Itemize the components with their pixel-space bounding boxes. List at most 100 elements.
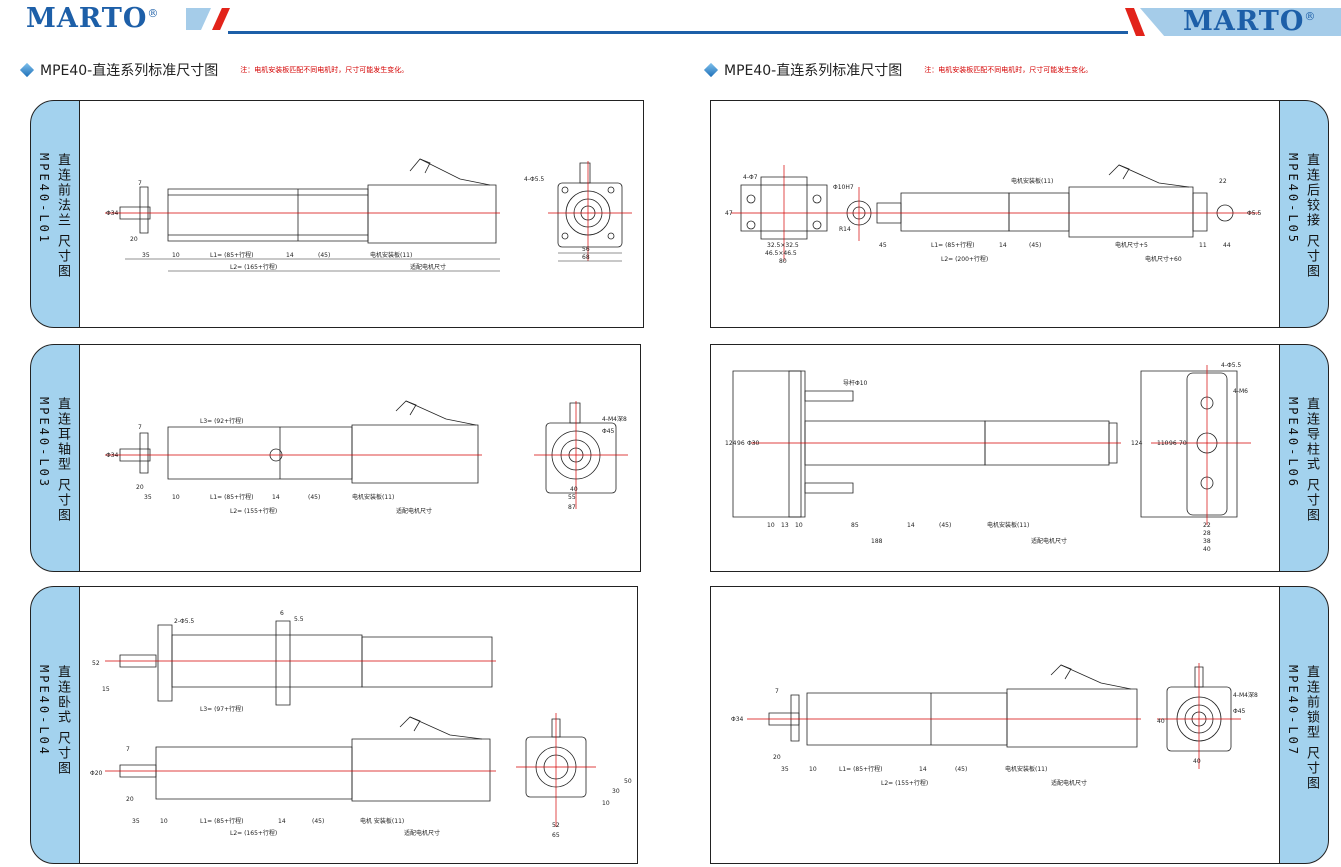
svg-text:4-M6: 4-M6 — [1233, 388, 1248, 395]
svg-text:(45): (45) — [939, 522, 951, 529]
svg-text:4-Φ5.5: 4-Φ5.5 — [1221, 362, 1241, 369]
svg-text:电机安装板(11): 电机安装板(11) — [370, 251, 412, 259]
header-bar-left — [186, 8, 211, 30]
svg-text:4-Φ5.5: 4-Φ5.5 — [524, 176, 544, 183]
drawing-l03: L3= (92+行程) 7 Φ34 20 35 10 L1= (85+行程) 1… — [80, 345, 640, 515]
svg-text:52: 52 — [552, 822, 560, 829]
svg-text:40: 40 — [1203, 546, 1211, 553]
drawing-panel-l03: L3= (92+行程) 7 Φ34 20 35 10 L1= (85+行程) 1… — [79, 344, 641, 572]
svg-text:Φ10H7: Φ10H7 — [833, 184, 854, 191]
svg-text:22: 22 — [1203, 522, 1211, 529]
svg-text:适配电机尺寸: 适配电机尺寸 — [404, 829, 440, 837]
svg-text:70: 70 — [1179, 440, 1187, 447]
svg-text:10: 10 — [602, 800, 610, 807]
svg-text:56: 56 — [582, 246, 590, 253]
svg-text:50: 50 — [624, 778, 632, 785]
svg-text:15: 15 — [102, 686, 110, 693]
svg-text:Φ30: Φ30 — [747, 440, 760, 447]
svg-text:96: 96 — [1169, 440, 1177, 447]
svg-text:电机尺寸+5: 电机尺寸+5 — [1115, 241, 1148, 249]
drawing-l04: 2-Φ5.5 6 5.5 52 15 L3= (97+行程) 7 Φ20 20 … — [90, 610, 632, 839]
header-slash-right — [1125, 8, 1145, 36]
svg-text:(45): (45) — [312, 818, 324, 825]
svg-text:10: 10 — [767, 522, 775, 529]
svg-text:6: 6 — [280, 610, 284, 617]
side-tab-l03: MPE40-L03 直连耳轴型 尺寸图 — [30, 344, 82, 572]
svg-text:L1= (85+行程): L1= (85+行程) — [210, 251, 253, 259]
svg-text:20: 20 — [773, 754, 781, 761]
svg-text:124: 124 — [1131, 440, 1143, 447]
side-tab-l01: MPE40-L01 直连前法兰 尺寸图 — [30, 100, 82, 328]
svg-text:87: 87 — [568, 504, 576, 511]
drawing-panel-l07: 7 Φ34 20 35 10 L1= (85+行程) 14 (45) 电机安装板… — [710, 586, 1280, 864]
svg-text:47: 47 — [725, 210, 733, 217]
svg-text:导杆Φ10: 导杆Φ10 — [843, 379, 868, 387]
svg-text:Φ5.5: Φ5.5 — [1247, 210, 1261, 217]
svg-text:L3= (92+行程): L3= (92+行程) — [200, 417, 243, 425]
svg-text:L1= (85+行程): L1= (85+行程) — [839, 765, 882, 773]
drawing-panel-l04: 2-Φ5.5 6 5.5 52 15 L3= (97+行程) 7 Φ20 20 … — [79, 586, 638, 864]
svg-text:20: 20 — [126, 796, 134, 803]
svg-text:7: 7 — [126, 746, 130, 753]
drawing-l05: 4-Φ7 47 32.5×32.5 46.5×46.5 80 Φ10H7 R14… — [725, 101, 1261, 265]
svg-text:L2= (155+行程): L2= (155+行程) — [881, 779, 928, 787]
svg-text:40: 40 — [1157, 718, 1165, 725]
svg-text:14: 14 — [278, 818, 286, 825]
panel-name: 直连耳轴型 尺寸图 — [55, 397, 70, 524]
side-tab-l06: MPE40-L06 直连导柱式 尺寸图 — [1277, 344, 1329, 572]
svg-text:L1= (85+行程): L1= (85+行程) — [200, 817, 243, 825]
svg-text:适配电机尺寸: 适配电机尺寸 — [396, 507, 432, 515]
registered-mark-left: ® — [147, 7, 160, 20]
brand-name-right: MARTO — [1183, 6, 1305, 37]
svg-text:35: 35 — [132, 818, 140, 825]
svg-text:52: 52 — [92, 660, 100, 667]
svg-text:L2= (165+行程): L2= (165+行程) — [230, 263, 277, 271]
svg-text:适配电机尺寸: 适配电机尺寸 — [410, 263, 446, 271]
svg-text:Φ45: Φ45 — [602, 428, 615, 435]
svg-text:85: 85 — [851, 522, 859, 529]
svg-text:(45): (45) — [308, 494, 320, 501]
svg-text:Φ34: Φ34 — [731, 716, 744, 723]
svg-text:10: 10 — [809, 766, 817, 773]
svg-text:14: 14 — [919, 766, 927, 773]
svg-text:20: 20 — [130, 236, 138, 243]
svg-text:L3= (97+行程): L3= (97+行程) — [200, 705, 243, 713]
svg-text:10: 10 — [795, 522, 803, 529]
svg-text:4-M4深8: 4-M4深8 — [602, 415, 627, 423]
svg-text:11: 11 — [1199, 242, 1207, 249]
svg-text:35: 35 — [144, 494, 152, 501]
svg-text:68: 68 — [582, 254, 590, 261]
svg-text:Φ45: Φ45 — [1233, 708, 1246, 715]
svg-text:30: 30 — [612, 788, 620, 795]
svg-text:35: 35 — [142, 252, 150, 259]
header-slash-left — [212, 8, 230, 30]
panel-code: MPE40-L04 — [37, 665, 51, 758]
svg-text:7: 7 — [138, 180, 142, 187]
svg-text:28: 28 — [1203, 530, 1211, 537]
drawing-l01: 7 Φ34 20 35 10 L1= (85+行程) 14 (45) 电机安装板… — [80, 101, 643, 327]
panel-name: 直连卧式 尺寸图 — [55, 665, 70, 777]
svg-text:14: 14 — [907, 522, 915, 529]
section-header-right: MPE40-直连系列标准尺寸图 注：电机安装板匹配不同电机时，尺寸可能发生变化。 — [703, 60, 1093, 80]
svg-text:L2= (200+行程): L2= (200+行程) — [941, 255, 988, 263]
svg-text:电机安装板(11): 电机安装板(11) — [987, 521, 1029, 529]
svg-text:55: 55 — [568, 494, 576, 501]
svg-text:40: 40 — [570, 486, 578, 493]
panel-name: 直连前法兰 尺寸图 — [55, 153, 70, 280]
svg-text:35: 35 — [781, 766, 789, 773]
svg-text:7: 7 — [138, 424, 142, 431]
svg-text:13: 13 — [781, 522, 789, 529]
svg-text:L1= (85+行程): L1= (85+行程) — [210, 493, 253, 501]
diamond-icon — [703, 62, 719, 78]
header-bar-right — [1140, 8, 1341, 36]
section-note: 注：电机安装板匹配不同电机时，尺寸可能发生变化。 — [924, 66, 1093, 74]
drawing-panel-l05: 4-Φ7 47 32.5×32.5 46.5×46.5 80 Φ10H7 R14… — [710, 100, 1280, 328]
panel-code: MPE40-L06 — [1286, 397, 1300, 490]
panel-name: 直连前锁型 尺寸图 — [1304, 665, 1319, 792]
panel-code: MPE40-L05 — [1286, 153, 1300, 246]
svg-text:10: 10 — [160, 818, 168, 825]
svg-text:46.5×46.5: 46.5×46.5 — [765, 250, 797, 257]
brand-logo-right: MARTO® — [1183, 6, 1316, 37]
panel-code: MPE40-L07 — [1286, 665, 1300, 758]
svg-text:5.5: 5.5 — [294, 616, 304, 623]
